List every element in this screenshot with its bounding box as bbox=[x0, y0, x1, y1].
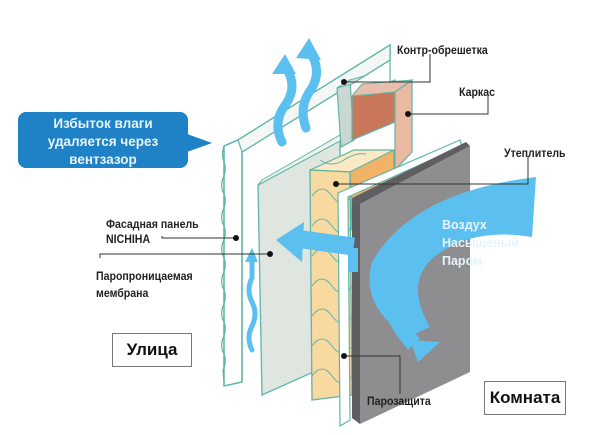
moisture-removal-callout: Избыток влаги удаляется через вентзазор bbox=[18, 112, 212, 168]
label-facade-panel-line1: Фасадная панель bbox=[106, 219, 199, 231]
label-membrane-line1: Паропроницаемая bbox=[96, 271, 193, 283]
zone-room: Комната bbox=[484, 381, 566, 415]
vapor-diffusion-arrow bbox=[276, 222, 358, 272]
ventilation-arrows bbox=[273, 47, 321, 147]
label-frame: Каркас bbox=[459, 87, 496, 99]
arrow-head-left bbox=[272, 54, 296, 74]
vapor-flow-arrow bbox=[369, 177, 536, 362]
vapor-air-line-3: Паром bbox=[442, 254, 483, 268]
vapor-air-label: Воздух Насыщеный Паром bbox=[442, 216, 519, 270]
label-membrane-line2: мембрана bbox=[96, 288, 149, 300]
leader-lines bbox=[99, 54, 529, 394]
label-facade-panel-line2: NICHIHA bbox=[106, 234, 151, 246]
label-counter-batten: Контр-обрешетка bbox=[397, 45, 488, 57]
small-vapor-arrow bbox=[246, 255, 258, 353]
callout-line-1: Избыток влаги bbox=[53, 116, 153, 131]
label-vapor-barrier: Парозащита bbox=[367, 396, 431, 408]
arrow-head-right bbox=[296, 38, 321, 60]
leader-dots bbox=[233, 79, 411, 359]
vapor-barrier-film bbox=[337, 139, 463, 428]
callout-line-3: вентзазор bbox=[69, 152, 137, 167]
zone-outside: Улица bbox=[112, 333, 192, 367]
vapor-air-line-1: Воздух bbox=[442, 218, 487, 232]
frame-stud bbox=[350, 78, 414, 172]
callout-line-2: удаляется через bbox=[47, 134, 159, 149]
vapor-air-line-2: Насыщеный bbox=[442, 236, 520, 250]
small-arrow-head bbox=[245, 248, 258, 262]
label-insulation: Утеплитель bbox=[504, 148, 566, 160]
